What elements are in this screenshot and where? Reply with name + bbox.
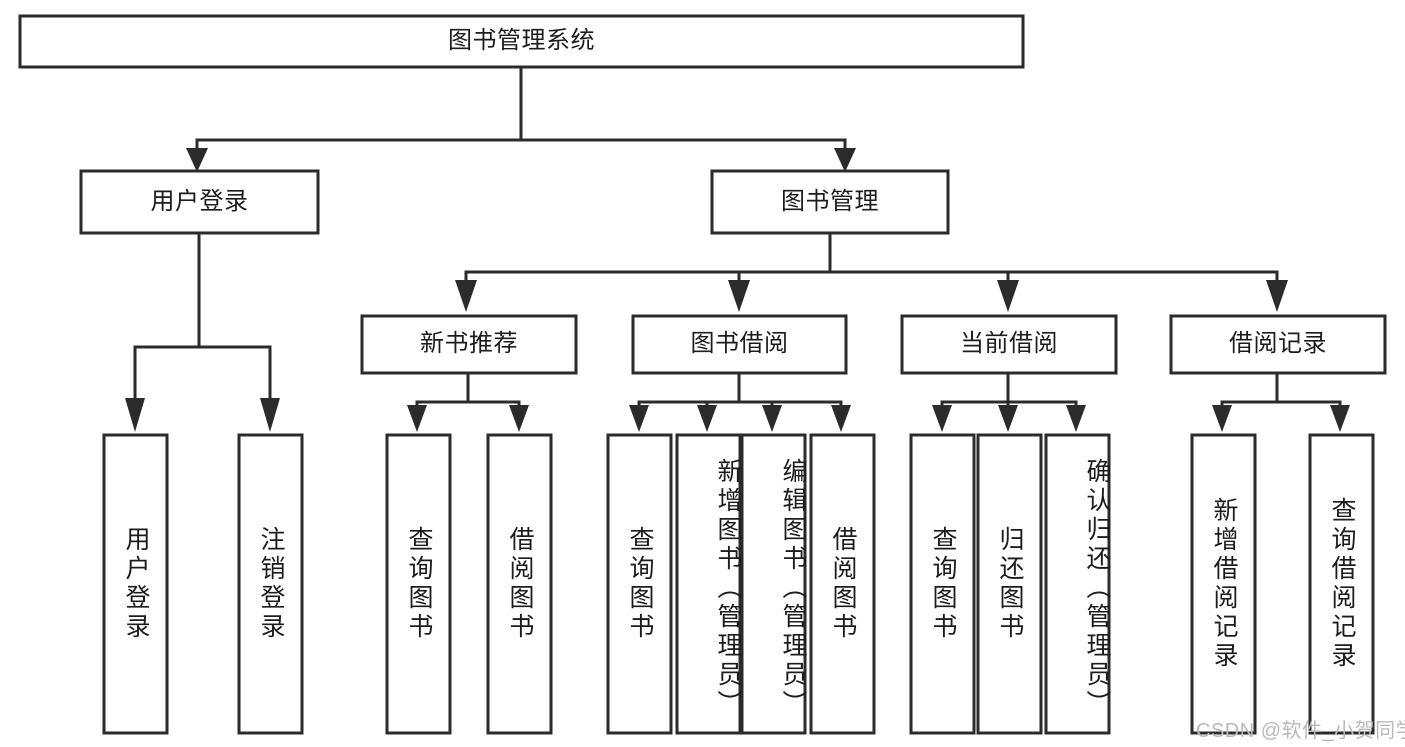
leaf-box-query-record[interactable] xyxy=(1308,433,1375,735)
leaf-box-return-book[interactable] xyxy=(976,433,1043,735)
leaf-box-query-book-2[interactable] xyxy=(606,433,673,735)
leaf-box-add-record[interactable] xyxy=(1190,433,1257,735)
node-box-book-management[interactable] xyxy=(710,169,950,235)
csdn-watermark: CSDN @软件_小贺同学 xyxy=(1196,720,1405,742)
leaf-box-user-login[interactable] xyxy=(102,433,169,735)
connector-borrowrecord-to-leaves xyxy=(1212,371,1350,432)
node-box-current-borrow[interactable] xyxy=(900,314,1118,375)
leaf-box-borrow-book-2[interactable] xyxy=(809,433,876,735)
node-box-borrow-record[interactable] xyxy=(1169,314,1387,375)
connector-userlogin-to-leaves xyxy=(125,231,280,432)
leaf-box-add-book[interactable] xyxy=(675,433,742,735)
connector-bookborrow-to-leaves xyxy=(629,371,851,432)
node-box-user-login[interactable] xyxy=(79,169,320,235)
leaf-box-query-book-1[interactable] xyxy=(385,433,452,735)
leaf-box-edit-book[interactable] xyxy=(740,433,807,735)
connector-currentborrow-to-leaves xyxy=(932,371,1086,432)
connector-root-to-level1 xyxy=(186,65,856,172)
node-box-root[interactable] xyxy=(18,14,1025,69)
leaf-box-borrow-book-1[interactable] xyxy=(486,433,553,735)
node-box-book-borrow[interactable] xyxy=(631,314,848,375)
leaf-box-user-logout[interactable] xyxy=(237,433,304,735)
connector-newbook-to-leaves xyxy=(407,371,529,432)
leaf-box-confirm-return[interactable] xyxy=(1044,433,1111,735)
connector-bookmgmt-to-level2 xyxy=(455,231,1288,312)
node-box-new-book[interactable] xyxy=(360,314,578,375)
leaf-box-query-book-3[interactable] xyxy=(909,433,976,735)
